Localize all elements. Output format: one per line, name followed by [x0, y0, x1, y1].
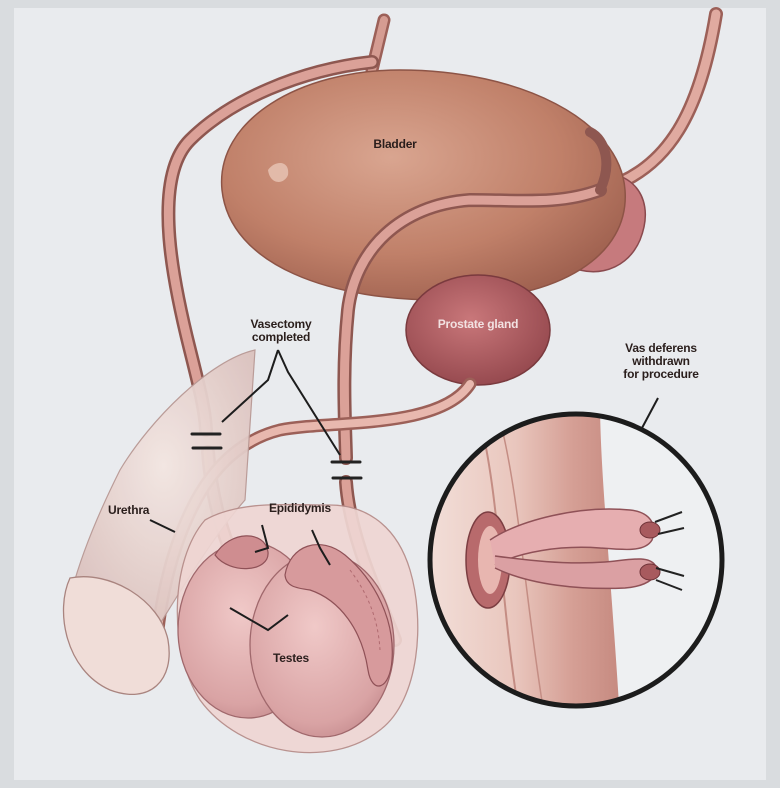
label-bladder: Bladder: [350, 138, 440, 151]
label-vasectomy-completed: Vasectomy completed: [226, 318, 336, 344]
label-testes: Testes: [256, 652, 326, 665]
label-epididymis: Epididymis: [250, 502, 350, 515]
label-prostate: Prostate gland: [418, 318, 538, 331]
label-urethra: Urethra: [108, 504, 178, 517]
label-vasectomy-line2: completed: [226, 331, 336, 344]
label-vas-line3: for procedure: [606, 368, 716, 381]
label-vas-deferens-withdrawn: Vas deferens withdrawn for procedure: [606, 342, 716, 381]
